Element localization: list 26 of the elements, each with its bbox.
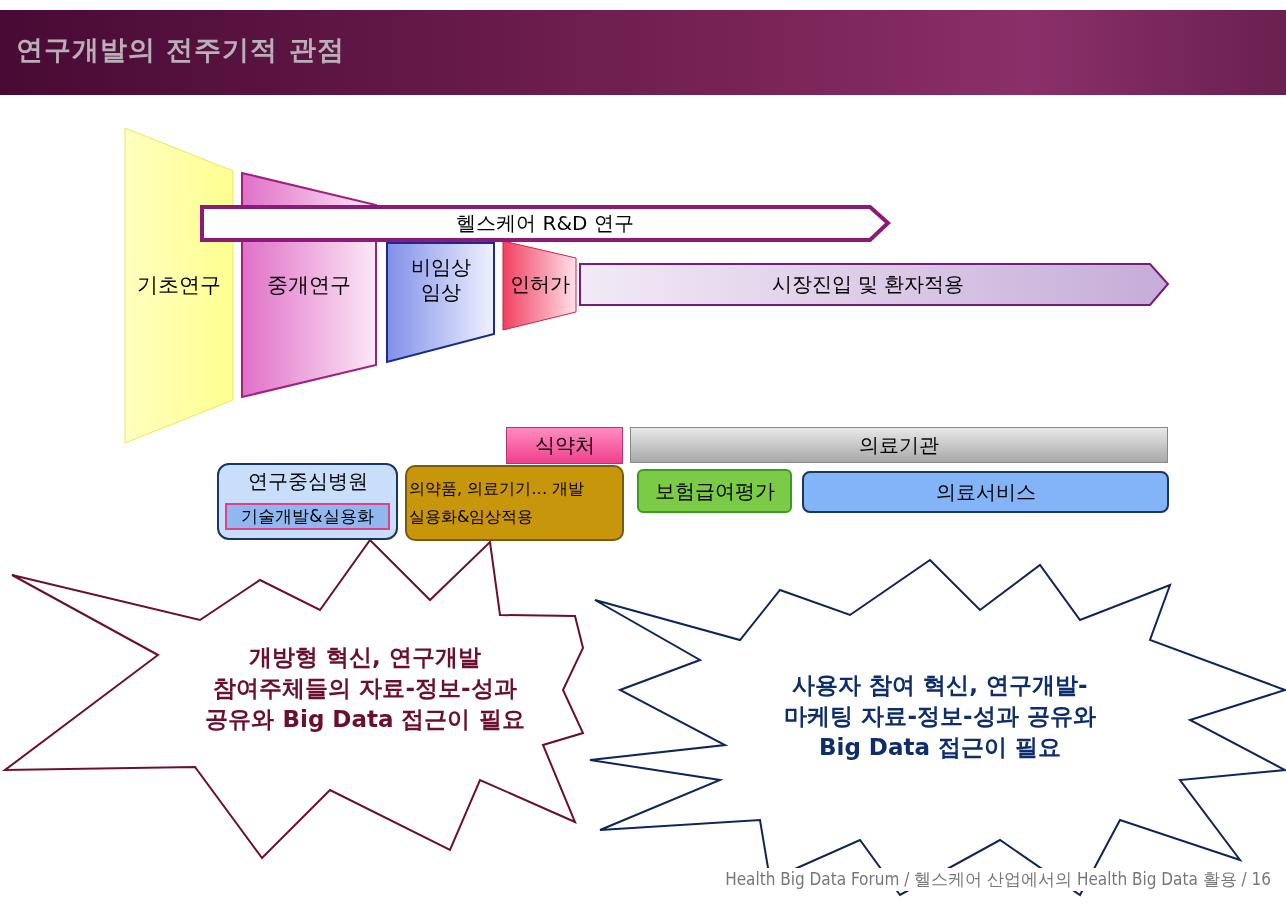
callout-text: 사용자 참여 혁신, 연구개발-마케팅 자료-정보-성과 공유와 Big Data 접근이 필요 bbox=[783, 671, 1097, 763]
label: 보험급여평가 bbox=[654, 478, 775, 504]
stage-trapezoid bbox=[386, 243, 495, 363]
label: 비임상 임상 bbox=[410, 255, 472, 305]
label: 헬스케어 R&D 연구 bbox=[455, 211, 635, 236]
callout-text: 개방형 혁신, 연구개발 참여주체들의 자료-정보-성과 공유와 Big Data 접근이 필요 bbox=[204, 643, 526, 735]
label: 연구중심병원 bbox=[247, 469, 368, 494]
label: 의료서비스 bbox=[935, 479, 1036, 505]
organization-bar bbox=[630, 427, 1168, 463]
label-box: 기술개발&실용화 bbox=[225, 503, 390, 530]
organization-bar bbox=[506, 427, 623, 464]
institution-box bbox=[217, 463, 398, 540]
label: 기초연구 bbox=[136, 272, 222, 299]
stage-trapezoid bbox=[124, 127, 234, 444]
development-box: 의약품, 의료기기… 개발 실용화&임상적용 bbox=[405, 465, 624, 541]
label: 시장진입 및 환자적용 bbox=[770, 272, 966, 297]
starburst-callout bbox=[588, 558, 1286, 898]
service-box bbox=[802, 471, 1169, 513]
title: 연구개발의 전주기적 관점 bbox=[16, 33, 345, 67]
label: 중개연구 bbox=[266, 272, 352, 299]
label: 인허가 bbox=[508, 272, 571, 297]
starburst-callout bbox=[3, 538, 585, 862]
label: 식약처 bbox=[534, 433, 595, 458]
evaluation-box bbox=[637, 469, 792, 513]
stage-trapezoid bbox=[502, 240, 577, 331]
label: 의료기관 bbox=[859, 432, 939, 458]
